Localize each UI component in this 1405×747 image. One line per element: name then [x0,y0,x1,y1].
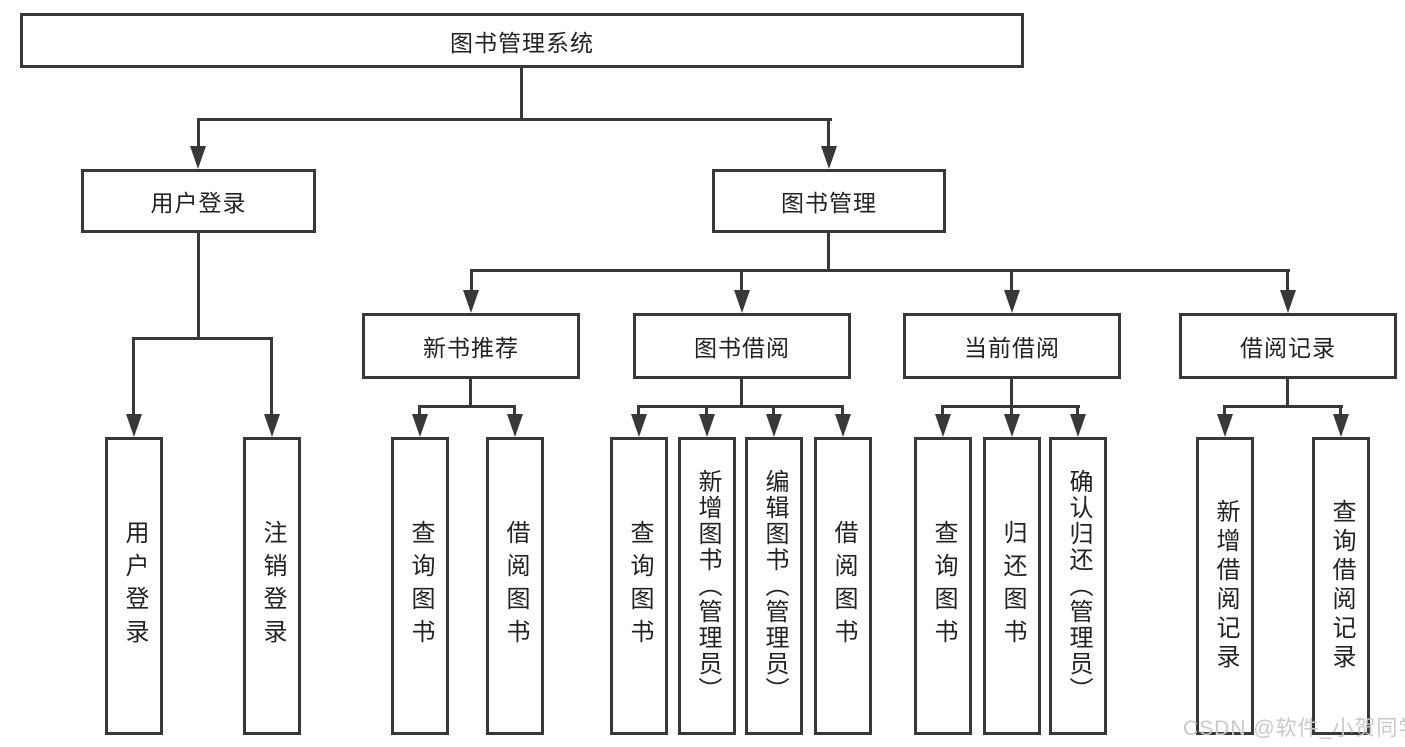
connector-line [469,379,472,408]
connector-line [1286,269,1289,293]
node-label: 查询借阅记录 [1328,499,1355,673]
node-book-borrowing: 图书借阅 [633,313,851,379]
arrow-down-icon [821,146,837,169]
csdn-watermark: CSDN @软件_小贺同学 [1183,717,1405,740]
arrow-down-icon [190,146,206,169]
node-label: 图书借阅 [694,335,790,361]
connector-line [827,118,830,148]
arrow-down-icon [1070,414,1086,437]
connector-line [772,405,775,417]
connector-line [1286,379,1289,408]
node-user-login: 用户登录 [81,169,316,233]
arrow-down-icon [1004,290,1020,313]
arrow-down-icon [507,414,523,437]
connector-line [1076,405,1079,417]
arrow-down-icon [699,414,715,437]
node-new-book-recommendation: 新书推荐 [362,313,580,379]
connector-line [1010,405,1013,417]
node-label: 图书管理 [781,190,877,216]
arrow-down-icon [935,414,951,437]
arrow-down-icon [766,414,782,437]
node-leaf-add-books-admin: 新增图书（管理员） [678,437,736,735]
connector-line [1223,405,1226,417]
arrow-down-icon [126,414,142,437]
arrow-down-icon [463,290,479,313]
node-leaf-borrow-books: 借阅图书 [814,437,872,735]
connector-line [1010,269,1013,293]
connector-line [827,233,830,271]
connector-line [197,233,200,339]
connector-line [841,405,844,417]
connector-line [197,118,200,148]
connector-line [941,405,944,417]
connector-line [470,269,473,293]
node-leaf-borrow-books: 借阅图书 [486,437,544,735]
node-current-borrowing: 当前借阅 [903,313,1121,379]
connector-line [418,405,421,417]
node-label: 注销登录 [259,520,286,652]
arrow-down-icon [1217,414,1233,437]
node-leaf-user-login: 用户登录 [105,437,163,735]
node-label: 查询图书 [626,520,653,652]
node-label: 新增图书（管理员） [694,469,721,703]
arrow-down-icon [1004,414,1020,437]
node-leaf-query-books: 查询图书 [914,437,972,735]
node-library-management-system: 图书管理系统 [20,13,1024,68]
node-borrowing-records: 借阅记录 [1179,313,1397,379]
node-label: 新书推荐 [423,335,519,361]
connector-line [520,68,523,120]
node-label: 确认归还（管理员） [1065,469,1092,703]
node-leaf-query-books: 查询图书 [610,437,668,735]
connector-line [470,269,1290,272]
node-label: 当前借阅 [964,335,1060,361]
connector-line [1223,405,1343,408]
connector-line [637,405,844,408]
arrow-down-icon [1333,414,1349,437]
arrow-down-icon [412,414,428,437]
connector-line [1010,379,1013,408]
node-label: 用户登录 [121,520,148,652]
connector-line [418,405,516,408]
connector-line [270,337,273,417]
connector-line [705,405,708,417]
node-label: 借阅图书 [830,520,857,652]
node-label: 归还图书 [999,520,1026,652]
node-label: 用户登录 [150,190,247,216]
node-leaf-logout: 注销登录 [243,437,301,735]
connector-line [132,337,135,417]
arrow-down-icon [264,414,280,437]
node-leaf-query-borrow-record: 查询借阅记录 [1312,437,1370,735]
node-label: 新增借阅记录 [1212,499,1239,673]
arrow-down-icon [835,414,851,437]
connector-line [1339,405,1342,417]
connector-line [637,405,640,417]
node-book-management: 图书管理 [712,169,946,233]
node-label: 借阅记录 [1240,335,1336,361]
node-label: 图书管理系统 [450,29,594,56]
connector-line [513,405,516,417]
node-leaf-edit-books-admin: 编辑图书（管理员） [745,437,803,735]
node-label: 编辑图书（管理员） [761,469,788,703]
arrow-down-icon [631,414,647,437]
node-leaf-return-books: 归还图书 [983,437,1041,735]
node-label: 查询图书 [930,520,957,652]
connector-line [197,118,832,121]
node-leaf-confirm-return-admin: 确认归还（管理员） [1049,437,1107,735]
connector-line [740,269,743,293]
connector-line [132,337,273,340]
node-label: 借阅图书 [502,520,529,652]
connector-line [740,379,743,408]
node-leaf-query-books: 查询图书 [391,437,449,735]
arrow-down-icon [734,290,750,313]
node-leaf-add-borrow-record: 新增借阅记录 [1196,437,1254,735]
node-label: 查询图书 [407,520,434,652]
arrow-down-icon [1280,290,1296,313]
